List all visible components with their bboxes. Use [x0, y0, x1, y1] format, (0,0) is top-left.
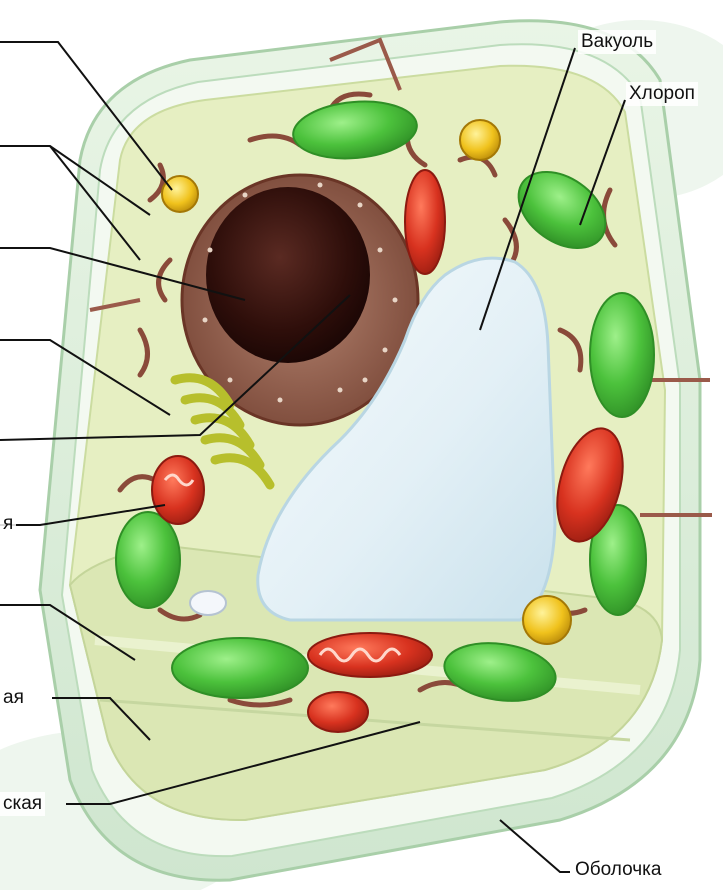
label-chloroplast: Хлороп: [626, 82, 698, 106]
mitochondrion-5: [308, 692, 368, 732]
chloroplast-5: [116, 512, 180, 608]
white-vesicle: [190, 591, 226, 615]
yellow-vesicle-3: [523, 596, 571, 644]
chloroplast-6: [172, 638, 308, 698]
label-vacuole: Вакуоль: [578, 30, 656, 54]
label-left-7: ая: [0, 686, 27, 710]
yellow-vesicle-2: [460, 120, 500, 160]
mitochondrion-1: [405, 170, 445, 274]
mitochondrion-3: [152, 456, 204, 524]
chloroplast-3: [590, 293, 654, 417]
label-left-8: ская: [0, 792, 45, 816]
yellow-vesicle-1: [162, 176, 198, 212]
label-shell: Оболочка: [572, 858, 664, 882]
mitochondrion-4: [308, 633, 432, 677]
label-left-6: я: [0, 512, 16, 536]
